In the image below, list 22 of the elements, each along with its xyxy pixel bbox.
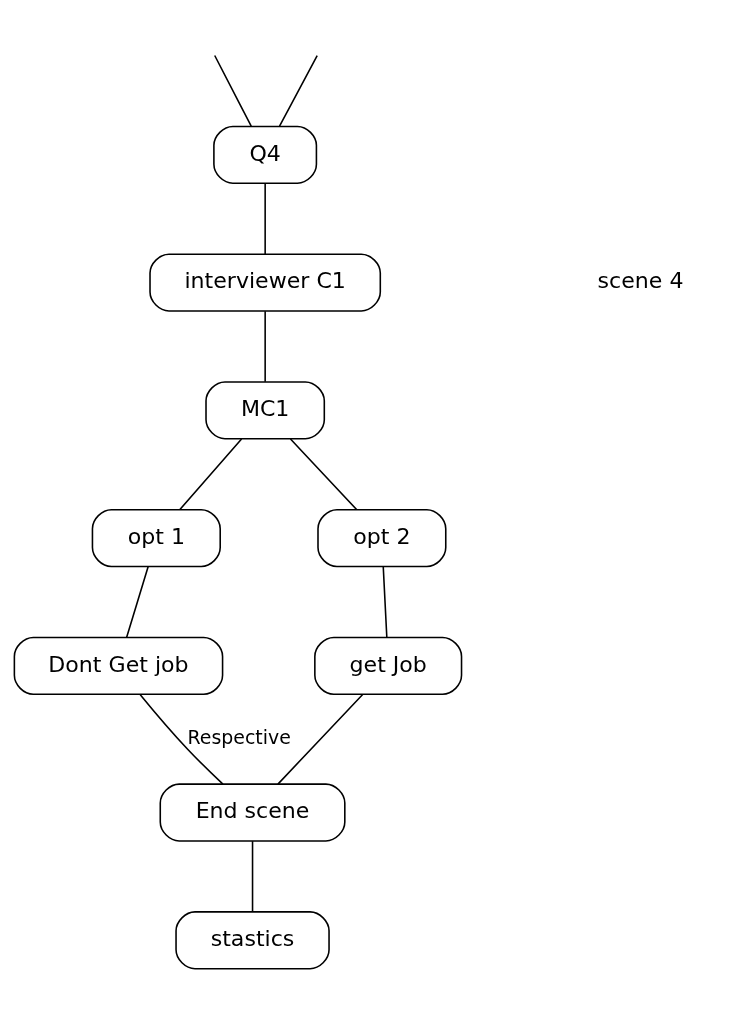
node-box: End scene [159, 783, 346, 842]
node-box: Dont Get job [13, 636, 224, 696]
edge-label: Respective [187, 726, 291, 749]
node-box: get Job [314, 636, 463, 696]
connector [289, 438, 358, 511]
connector [264, 182, 266, 255]
node-box: stastics [175, 911, 330, 970]
connector [382, 565, 388, 639]
connector [213, 54, 252, 127]
node-box: MC1 [205, 381, 326, 440]
label: scene 4 [597, 268, 684, 294]
connector [277, 693, 364, 785]
node-box: interviewer C1 [149, 253, 382, 312]
node-box: Q4 [213, 125, 318, 184]
connector [125, 565, 149, 639]
connector [264, 310, 266, 383]
connector [278, 54, 318, 127]
connector [251, 840, 254, 913]
node-box: opt 2 [317, 508, 447, 568]
connector [179, 438, 243, 511]
connector [139, 693, 224, 785]
node-box: opt 1 [91, 508, 221, 568]
